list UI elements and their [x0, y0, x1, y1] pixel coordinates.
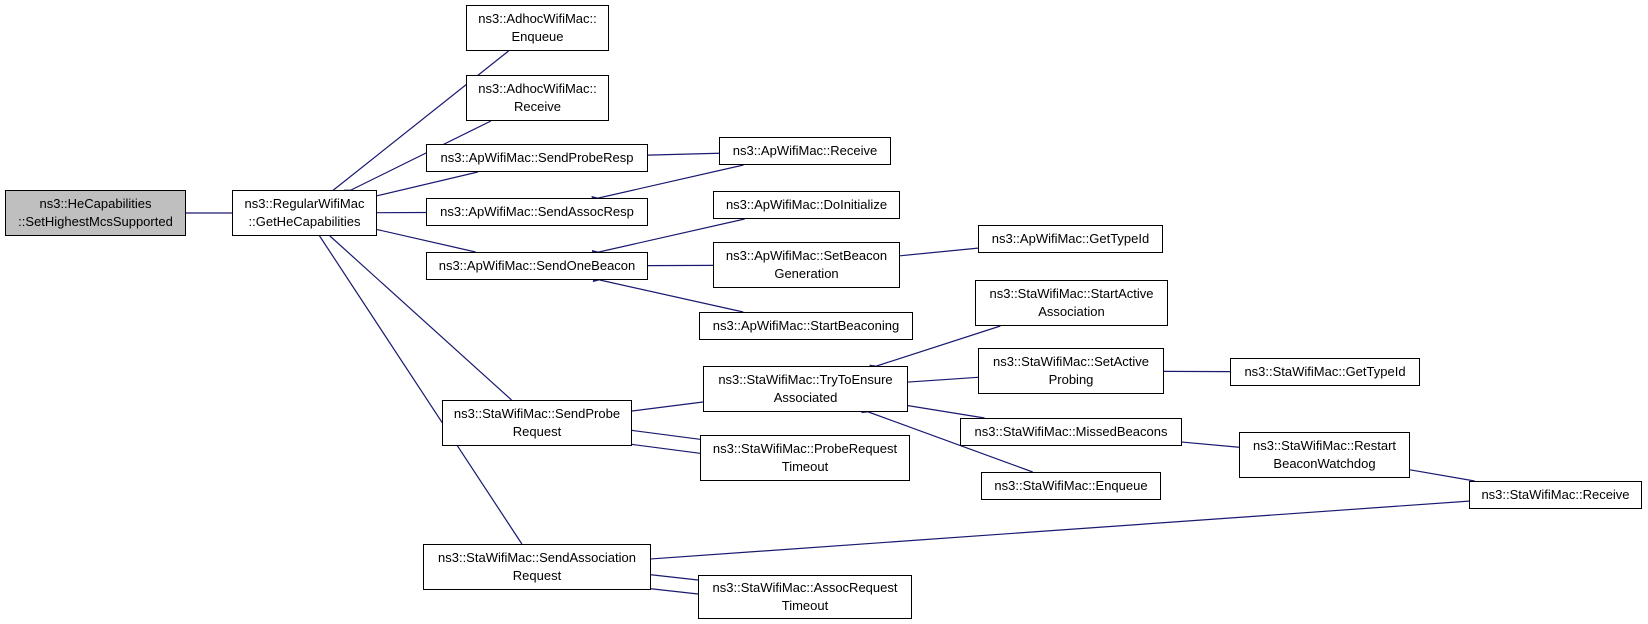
node-label-line: Generation [774, 266, 839, 281]
node-label-line: ns3::RegularWifiMac [244, 196, 365, 211]
edge-sta_set_active_probing-to-sta_try_ensure [901, 376, 979, 387]
node-apwifimac-receive[interactable]: ns3::ApWifiMac::Receive [719, 137, 891, 165]
node-label-line: ns3::StaWifiMac::ProbeRequest [712, 441, 898, 456]
node-label-line: ns3::ApWifiMac::StartBeaconing [712, 318, 900, 333]
edge-sta_receive-to-sta_restart_watchdog [1403, 465, 1475, 482]
edge-sta_receive-to-sta_send_assoc_req [644, 500, 1470, 563]
node-label-line: ns3::ApWifiMac::SendAssocResp [440, 204, 634, 219]
node-label-line: ns3::StaWifiMac::Receive [1481, 487, 1630, 502]
edge-ap_receive-to-ap_send_assoc_resp [591, 164, 744, 203]
node-stawifimac-receive[interactable]: ns3::StaWifiMac::Receive [1469, 481, 1642, 509]
edge-ap_start_beaconing-to-ap_send_one_beacon [592, 275, 744, 313]
node-label-line: Enqueue [511, 29, 564, 44]
edge-sta_probe_timeout-to-sta_send_probe_req [625, 425, 701, 440]
node-label-line: ns3::StaWifiMac::AssocRequest [712, 580, 898, 595]
edge-ap_send_one_beacon-to-rw_get_he [369, 224, 476, 253]
edge-sta_send_probe_req-to-sta_probe_timeout [631, 443, 707, 458]
edge-ap_get_type_id-to-ap_set_beacon_gen [893, 247, 979, 261]
node-label-line: ns3::ApWifiMac::DoInitialize [725, 197, 888, 212]
node-label-line: ns3::StaWifiMac::TryToEnsure [718, 372, 893, 387]
node-label-line: Probing [1048, 372, 1094, 387]
node-label-line: Associated [773, 390, 838, 405]
edge-sta_start_active-to-sta_try_ensure [869, 325, 1001, 372]
node-label-line: BeaconWatchdog [1273, 456, 1376, 471]
node-adhocwifimac-receive[interactable]: ns3::AdhocWifiMac::Receive [466, 75, 609, 121]
edge-adhoc_receive-to-rw_get_he [343, 120, 492, 197]
edge-sta_send_assoc_req-to-rw_get_he [313, 228, 523, 545]
node-label-line: Request [512, 568, 562, 583]
edge-sta_assoc_timeout-to-sta_send_assoc_req [644, 570, 699, 581]
node-label-line: Timeout [781, 598, 829, 613]
edge-sta_try_ensure-to-sta_send_probe_req [625, 401, 704, 416]
node-label-line: ns3::AdhocWifiMac:: [478, 11, 597, 26]
node-label-line: Association [1038, 304, 1105, 319]
edge-sta_send_probe_req-to-rw_get_he [322, 228, 512, 401]
edge-ap_do_initialize-to-ap_send_one_beacon [591, 218, 745, 257]
node-label-line: ns3::HeCapabilities [39, 196, 152, 211]
node-regularwifimac-gethecapabilities[interactable]: ns3::RegularWifiMac::GetHeCapabilities [232, 190, 377, 236]
node-label-line: Request [512, 424, 562, 439]
node-label-line: ns3::ApWifiMac::Receive [732, 143, 878, 158]
node-label-line: ns3::StaWifiMac::GetTypeId [1244, 364, 1406, 379]
node-label-line: ns3::ApWifiMac::GetTypeId [991, 231, 1150, 246]
edge-sta_enqueue-to-sta_try_ensure [861, 406, 1033, 473]
node-apwifimac-doinitialize[interactable]: ns3::ApWifiMac::DoInitialize [713, 191, 900, 219]
node-adhocwifimac-enqueue[interactable]: ns3::AdhocWifiMac::Enqueue [466, 5, 609, 51]
node-label-line: ns3::StaWifiMac::MissedBeacons [974, 424, 1168, 439]
node-label-line: Receive [514, 99, 561, 114]
node-stawifimac-enqueue[interactable]: ns3::StaWifiMac::Enqueue [981, 472, 1161, 500]
edge-ap_receive-to-ap_send_probe_resp [641, 151, 720, 159]
node-apwifimac-sendproberesp[interactable]: ns3::ApWifiMac::SendProbeResp [426, 144, 648, 172]
node-label-line: ns3::StaWifiMac::Restart [1252, 438, 1397, 453]
node-stawifimac-gettypeid[interactable]: ns3::StaWifiMac::GetTypeId [1230, 358, 1420, 386]
node-label-line: ns3::StaWifiMac::SendAssociation [438, 550, 636, 565]
node-apwifimac-startbeaconing[interactable]: ns3::ApWifiMac::StartBeaconing [699, 312, 913, 340]
node-apwifimac-sendassocresp[interactable]: ns3::ApWifiMac::SendAssocResp [426, 198, 648, 226]
node-label-line: ns3::ApWifiMac::SendOneBeacon [438, 258, 636, 273]
edge-adhoc_enqueue-to-rw_get_he [326, 50, 509, 197]
edge-sta_send_assoc_req-to-sta_assoc_timeout [650, 588, 705, 599]
node-label-line: ns3::StaWifiMac::SendProbe [453, 406, 621, 421]
node-hecapabilities-sethighestmcssupported: ns3::HeCapabilities::SetHighestMcsSuppor… [5, 190, 186, 236]
node-label-line: ns3::ApWifiMac::SendProbeResp [440, 150, 634, 165]
node-label-line: ns3::StaWifiMac::SetActive [992, 354, 1150, 369]
edge-sta_missed_beacons-to-sta_try_ensure [901, 401, 985, 419]
node-label-line: ns3::StaWifiMac::StartActive [989, 286, 1154, 301]
node-stawifimac-missedbeacons[interactable]: ns3::StaWifiMac::MissedBeacons [960, 418, 1182, 446]
edge-ap_send_probe_resp-to-rw_get_he [369, 171, 478, 201]
node-apwifimac-sendonebeacon[interactable]: ns3::ApWifiMac::SendOneBeacon [426, 252, 648, 280]
node-label-line: ::GetHeCapabilities [248, 214, 361, 229]
node-apwifimac-gettypeid[interactable]: ns3::ApWifiMac::GetTypeId [978, 225, 1163, 253]
node-label-line: ns3::ApWifiMac::SetBeacon [725, 248, 888, 263]
edge-sta_restart_watchdog-to-sta_missed_beacons [1175, 437, 1240, 448]
node-label-line: Timeout [781, 459, 829, 474]
node-label-line: ::SetHighestMcsSupported [18, 214, 173, 229]
node-label-line: ns3::StaWifiMac::Enqueue [994, 478, 1148, 493]
node-label-line: ns3::AdhocWifiMac:: [478, 81, 597, 96]
